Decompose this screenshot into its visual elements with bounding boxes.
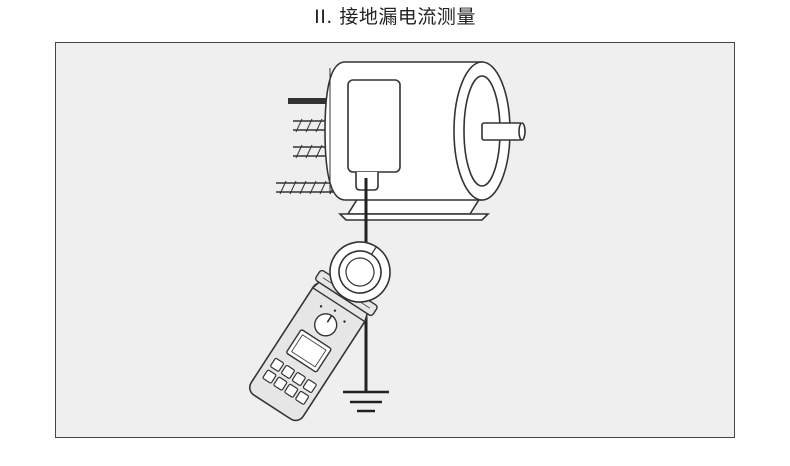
lcd-display bbox=[286, 329, 332, 373]
diagram-panel bbox=[55, 42, 735, 438]
meter-button bbox=[281, 364, 295, 379]
ground-symbol-icon bbox=[343, 390, 389, 413]
meter-button bbox=[262, 369, 277, 384]
meter-button bbox=[295, 390, 310, 405]
motor-base-flange bbox=[338, 213, 490, 221]
meter-button bbox=[270, 357, 285, 372]
meter-button bbox=[291, 372, 306, 386]
meter-button bbox=[302, 379, 317, 393]
motor-icon bbox=[324, 61, 526, 221]
meter-button bbox=[273, 376, 288, 391]
diagram-title: II. 接地漏电流测量 bbox=[314, 6, 476, 28]
clamp-jaw-opening bbox=[345, 257, 375, 287]
clamp-meter-icon bbox=[248, 241, 391, 422]
motor-shaft-end bbox=[518, 122, 526, 141]
meter-button bbox=[284, 383, 299, 398]
motor-shaft bbox=[481, 122, 523, 141]
meter-buttons bbox=[262, 357, 317, 405]
terminal-box bbox=[347, 79, 401, 173]
